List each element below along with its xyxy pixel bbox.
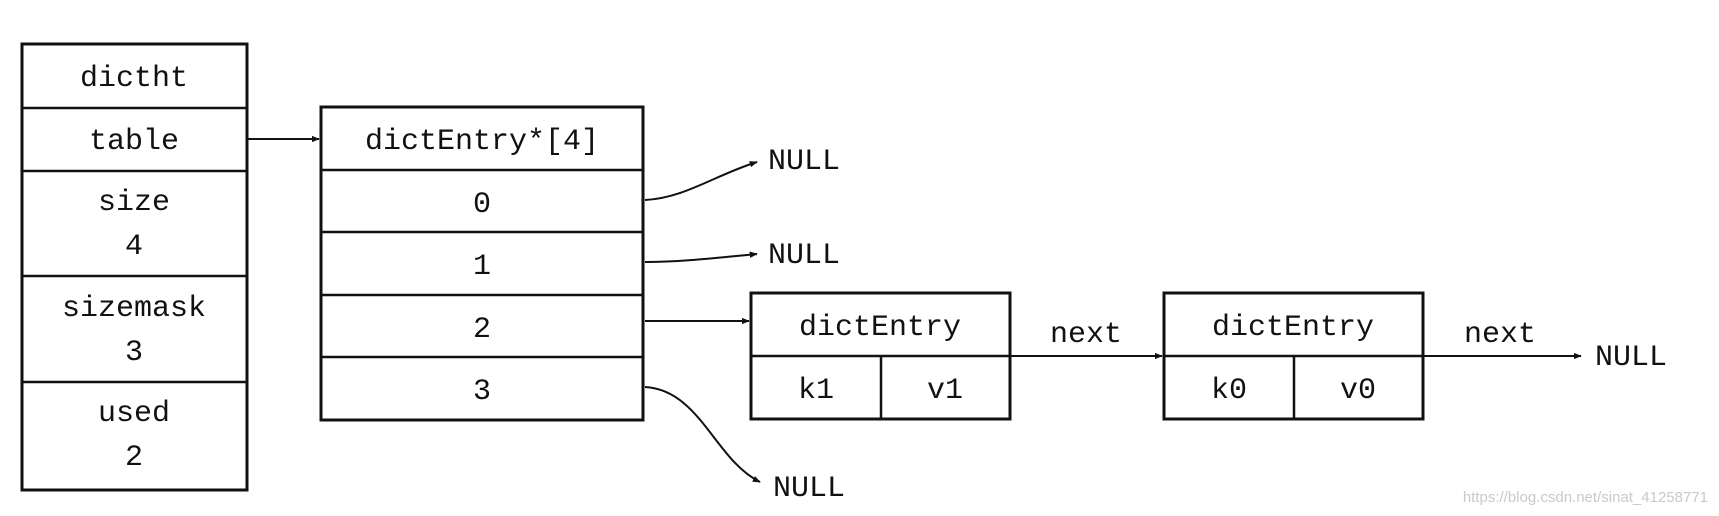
entry-b-key: k0 xyxy=(1211,374,1247,408)
null-label-slot-3: NULL xyxy=(773,472,845,506)
slot-0-null-arrow xyxy=(644,161,758,201)
slot-3-null-arrow xyxy=(644,386,761,483)
dictht-struct: dictht table size 4 sizemask 3 used 2 xyxy=(20,42,249,492)
null-label-slot-0: NULL xyxy=(768,145,840,179)
dictht-sizemask-label: sizemask xyxy=(62,292,206,326)
next-label-a: next xyxy=(1050,318,1122,352)
entry-b-title: dictEntry xyxy=(1212,311,1374,345)
dict-entry-k1: dictEntry k1 v1 xyxy=(749,291,1012,421)
dictht-used-value: 2 xyxy=(125,441,143,475)
entry-b-value: v0 xyxy=(1340,374,1376,408)
dictht-title: dictht xyxy=(80,62,188,96)
entry-a-key: k1 xyxy=(798,374,834,408)
array-slot-1: 1 xyxy=(473,250,491,284)
watermark-text: https://blog.csdn.net/sinat_41258771 xyxy=(1463,489,1708,506)
array-slot-2: 2 xyxy=(473,313,491,347)
array-slot-3: 3 xyxy=(473,375,491,409)
entry-a-value: v1 xyxy=(927,374,963,408)
dictht-size-label: size xyxy=(98,186,170,220)
array-slot-0: 0 xyxy=(473,188,491,222)
dictht-table-field: table xyxy=(89,125,179,159)
entry-a-title: dictEntry xyxy=(799,311,961,345)
null-label-end: NULL xyxy=(1595,341,1667,375)
array-title: dictEntry*[4] xyxy=(365,125,599,159)
dictht-used-label: used xyxy=(98,397,170,431)
dict-entry-k0: dictEntry k0 v0 xyxy=(1162,291,1425,421)
next-label-b: next xyxy=(1464,318,1536,352)
dictentry-array: dictEntry*[4] 0 1 2 3 xyxy=(319,105,645,422)
slot-1-null-arrow xyxy=(644,251,758,263)
null-label-slot-1: NULL xyxy=(768,239,840,273)
dictht-size-value: 4 xyxy=(125,230,143,264)
dictht-sizemask-value: 3 xyxy=(125,336,143,370)
